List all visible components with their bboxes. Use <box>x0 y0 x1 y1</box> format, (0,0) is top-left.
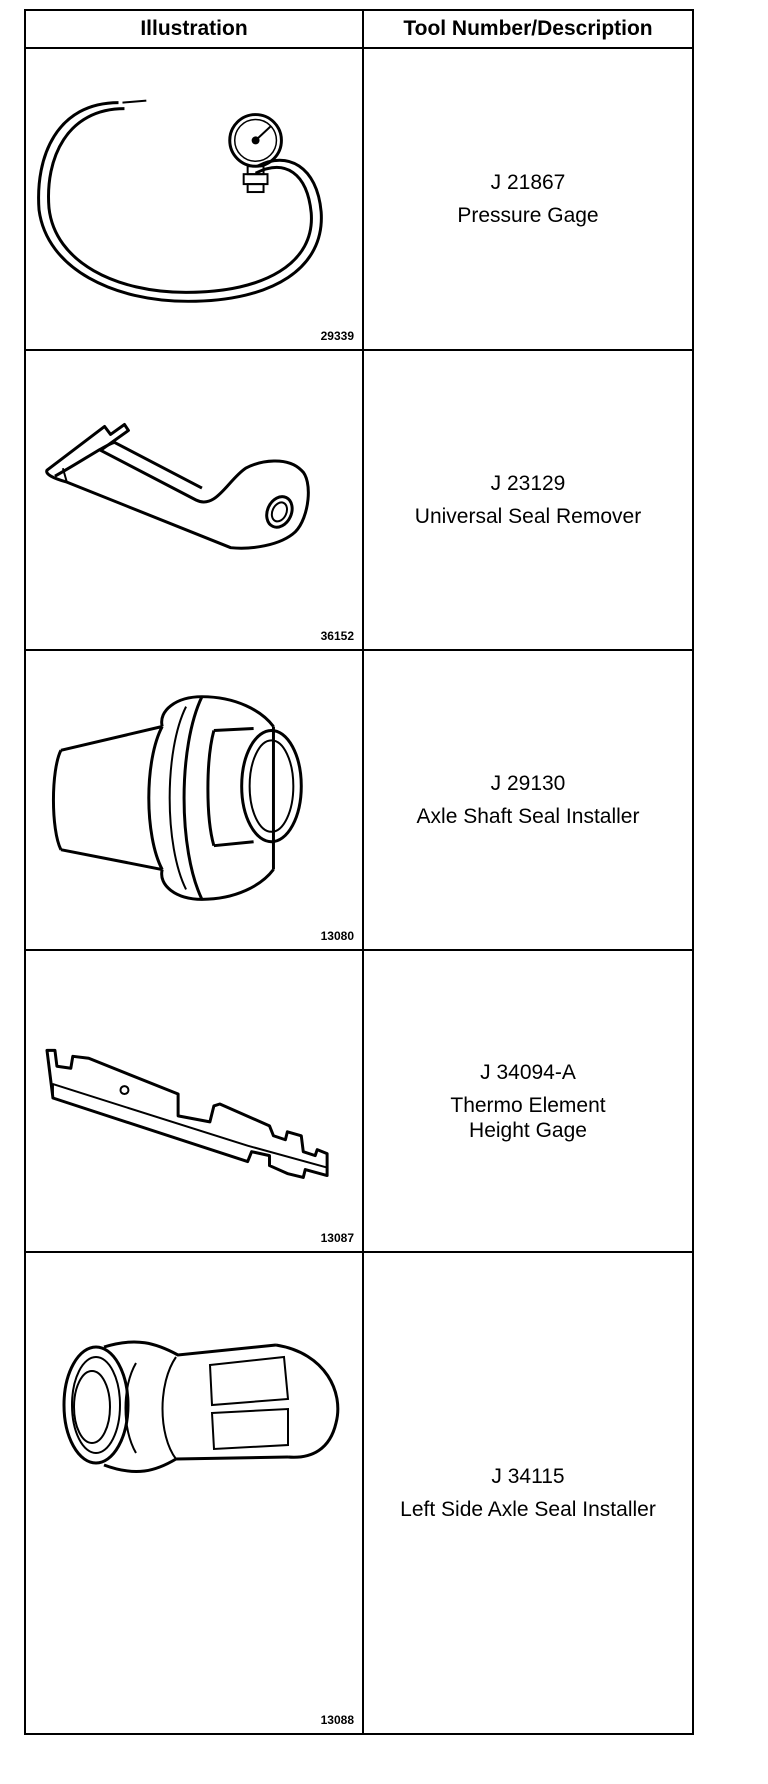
illustration-cell: 13080 <box>26 651 364 949</box>
tool-description: Axle Shaft Seal Installer <box>416 805 640 828</box>
seal-remover-icon <box>45 423 310 550</box>
tool-description: Pressure Gage <box>457 204 599 227</box>
illustration-cell: 36152 <box>26 351 364 649</box>
description-cell: J 34094-A Thermo Element Height Gage <box>364 951 692 1251</box>
figure-number: 36152 <box>320 629 354 643</box>
height-gage-icon <box>45 1048 329 1179</box>
tool-number: J 23129 <box>490 472 566 495</box>
table-row: 36152 J 23129 Universal Seal Remover <box>26 351 692 651</box>
tool-description: Height Gage <box>469 1118 587 1142</box>
pressure-gage-icon <box>37 99 323 303</box>
description-header: Tool Number/Description <box>403 17 653 40</box>
table-row: 13088 J 34115 Left Side Axle Seal Instal… <box>26 1253 692 1733</box>
description-cell: J 29130 Axle Shaft Seal Installer <box>364 651 692 949</box>
tool-table: Illustration Tool Number/Description 293… <box>24 9 694 1735</box>
figure-number: 13087 <box>320 1231 354 1245</box>
description-cell: J 21867 Pressure Gage <box>364 49 692 349</box>
tool-number: J 34094-A <box>480 1060 576 1084</box>
illustration-cell: 13088 <box>26 1253 364 1733</box>
seal-installer-icon <box>52 695 303 901</box>
tool-description: Left Side Axle Seal Installer <box>400 1498 656 1521</box>
illustration-header: Illustration <box>26 11 364 47</box>
tool-description: Universal Seal Remover <box>414 505 642 528</box>
figure-number: 13088 <box>320 1713 354 1727</box>
figure-number: 29339 <box>320 329 354 343</box>
table-row: 13080 J 29130 Axle Shaft Seal Installer <box>26 651 692 951</box>
tool-number: J 34115 <box>491 1465 565 1488</box>
description-cell: J 34115 Left Side Axle Seal Installer <box>364 1253 692 1733</box>
tool-description: Thermo Element <box>450 1093 606 1117</box>
table-row: 13087 J 34094-A Thermo Element Height Ga… <box>26 951 692 1253</box>
left-seal-installer-icon <box>62 1340 340 1473</box>
figure-number: 13080 <box>320 929 354 943</box>
tool-number: J 29130 <box>490 772 566 795</box>
description-cell: J 23129 Universal Seal Remover <box>364 351 692 649</box>
illustration-cell: 13087 <box>26 951 364 1251</box>
table-row: 29339 J 21867 Pressure Gage <box>26 49 692 351</box>
table-header: Illustration Tool Number/Description <box>26 11 692 49</box>
tool-number: J 21867 <box>490 171 566 194</box>
illustration-cell: 29339 <box>26 49 364 349</box>
